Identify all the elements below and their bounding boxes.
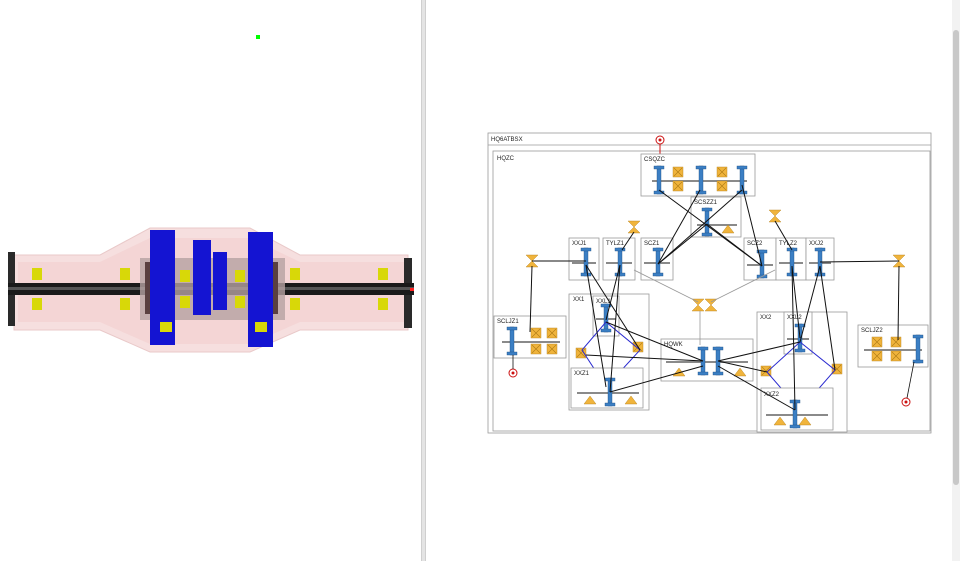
component-label: SCLJZ2 (861, 328, 883, 334)
component-label: HQWK (664, 342, 683, 348)
component-label: XXJ1 (572, 241, 587, 247)
root-system-label: HQ6ATBSX (491, 137, 523, 143)
component-xx1[interactable]: XX1 XXL1 XXZ1 (568, 293, 650, 411)
vertical-scrollbar[interactable] (952, 0, 960, 561)
component-label: XXJ2 (809, 241, 824, 247)
bearing (32, 298, 42, 310)
component-label: XXZ1 (574, 371, 590, 377)
sun-gear-right (213, 252, 227, 310)
support-links (633, 269, 776, 345)
component-scljz2[interactable]: SCLJZ2 (857, 324, 929, 368)
component-label: SCLJZ1 (497, 319, 519, 325)
component-label: XX2 (760, 315, 772, 321)
component-xxj2[interactable]: XXJ2 (805, 237, 835, 281)
scrollbar-thumb[interactable] (953, 30, 959, 485)
schematic-diagram[interactable]: HQ6ATBSX HQZC CSQZC SCSZZ1 (426, 0, 952, 561)
schematic-canvas[interactable]: HQ6ATBSX HQZC CSQZC SCSZZ1 (426, 0, 952, 561)
bearing (235, 270, 245, 282)
bearing (160, 322, 172, 332)
selection-marker (256, 35, 260, 39)
component-label: XXL1 (596, 299, 611, 305)
component-label: SCSZZ1 (694, 200, 718, 206)
bearing (378, 298, 388, 310)
transmission-3d-model[interactable] (0, 0, 421, 561)
component-label: CSQZC (644, 157, 666, 163)
bearing (290, 268, 300, 280)
component-xx2[interactable]: XX2 XXL2 XXZ2 (756, 311, 848, 433)
component-label: XX1 (573, 297, 585, 303)
component-label: XXZ2 (764, 392, 780, 398)
subsystem-label: HQZC (497, 156, 515, 162)
bearing (290, 298, 300, 310)
bearing (255, 322, 267, 332)
component-label: SCZ2 (747, 241, 763, 247)
pane-splitter[interactable] (421, 0, 426, 561)
bearing (120, 268, 130, 280)
component-csqzc[interactable]: CSQZC (640, 153, 756, 197)
bearing (378, 268, 388, 280)
component-tylz2[interactable]: TYLZ2 (775, 237, 807, 281)
bearing (120, 298, 130, 310)
bearing (180, 296, 190, 308)
bearing (235, 296, 245, 308)
component-xxj1[interactable]: XXJ1 (568, 237, 600, 281)
bearing (180, 270, 190, 282)
component-label: TYLZ1 (606, 241, 625, 247)
component-scz1[interactable]: SCZ1 (640, 237, 674, 281)
sun-gear-left (193, 240, 211, 315)
component-label: XXL2 (787, 315, 802, 321)
component-label: SCZ1 (644, 241, 660, 247)
bearing (32, 268, 42, 280)
connection-lines (529, 184, 900, 411)
model-3d-viewport[interactable] (0, 0, 421, 561)
output-tip (410, 288, 414, 291)
